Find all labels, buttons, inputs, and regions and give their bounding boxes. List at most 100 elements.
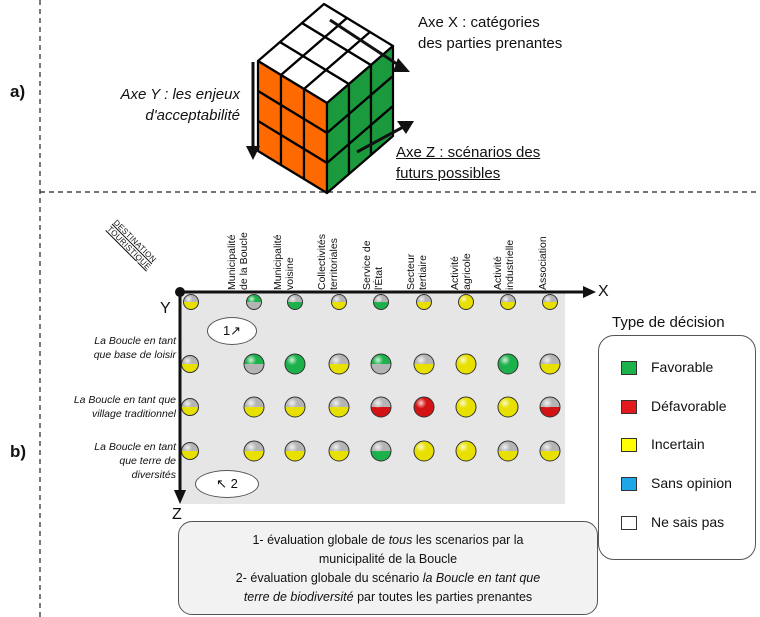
note-line-1: 1- évaluation globale de tous les scenar… xyxy=(179,531,597,550)
grid-z-arrowhead xyxy=(174,490,186,504)
decision-ball-grey-green xyxy=(287,294,303,310)
decision-ball-grey-red xyxy=(539,396,561,418)
legend-swatch-incertain xyxy=(621,438,637,452)
decision-ball-grey-yellow xyxy=(284,440,306,462)
decision-balls xyxy=(181,294,561,462)
grid-origin-dot xyxy=(175,287,185,297)
legend-swatch-ne-sais-pas xyxy=(621,516,637,530)
decision-ball-grey-yellow xyxy=(542,294,558,310)
decision-ball-green-grey xyxy=(370,353,392,375)
column-label-line: de la Boucle xyxy=(238,232,250,290)
legend-label-incertain: Incertain xyxy=(651,436,705,452)
column-label-line: l'État xyxy=(373,266,385,290)
axis-y-text: Axe Y : les enjeux d'acceptabilité xyxy=(120,86,240,124)
oval-marker-1: 1↗ xyxy=(207,317,257,345)
note-line-3: 2- évaluation globale du scénario la Bou… xyxy=(179,569,597,588)
column-label-line: Municipalité xyxy=(226,234,238,290)
legend-label-ne-sais-pas: Ne sais pas xyxy=(651,514,725,530)
note-line-1-italic: tous xyxy=(388,533,413,547)
section-a-label: a) xyxy=(10,82,26,101)
note-line-4-end: par toutes les parties prenantes xyxy=(353,590,533,604)
oval-marker-2: ↖ 2 xyxy=(195,470,259,498)
decision-ball-grey-yellow xyxy=(284,396,306,418)
decision-ball-grey-yellow xyxy=(539,440,561,462)
decision-ball-grey-yellow xyxy=(243,396,265,418)
column-label-line: Association xyxy=(537,236,549,290)
legend-label-favorable: Favorable xyxy=(651,359,714,375)
decision-ball-grey-yellow xyxy=(500,294,516,310)
decision-ball-red xyxy=(413,396,435,418)
decision-ball-yellow xyxy=(455,396,477,418)
decision-ball-yellow xyxy=(455,353,477,375)
decision-ball-grey-yellow xyxy=(497,440,519,462)
legend-swatch-favorable xyxy=(621,361,637,375)
note-line-3-italic: la Boucle en tant que xyxy=(422,571,541,585)
decision-ball-grey-yellow xyxy=(328,396,350,418)
legend-box: Favorable Défavorable Incertain Sans opi… xyxy=(598,335,756,560)
note-line-4-italic: terre de biodiversité xyxy=(243,590,354,604)
decision-ball-grey-yellow xyxy=(181,355,199,373)
axis-x-arrow xyxy=(329,18,401,68)
grid-axis-z-letter: Z xyxy=(172,506,182,523)
note-line-2: municipalité de la Boucle xyxy=(318,552,458,566)
column-label-line: voisine xyxy=(284,257,296,290)
decision-ball-green-grey xyxy=(243,353,265,375)
column-label-line: Activité xyxy=(449,256,461,290)
decision-ball-grey-yellow xyxy=(539,353,561,375)
axis-x-arrowhead xyxy=(393,58,410,72)
decision-ball-grey-yellow xyxy=(183,294,199,310)
column-label-line: Municipalité xyxy=(272,234,284,290)
decision-ball-grey-yellow xyxy=(243,440,265,462)
axis-y-arrowhead xyxy=(246,146,260,160)
decision-ball-grey-yellow xyxy=(413,353,435,375)
decision-ball-yellow xyxy=(455,440,477,462)
column-label-line: Secteur xyxy=(405,253,417,290)
decision-ball-yellow xyxy=(413,440,435,462)
legend-title: Type de décision xyxy=(612,314,725,331)
note-line-1-end: les scenarios par la xyxy=(412,533,524,547)
axis-z-arrow xyxy=(356,124,406,154)
decision-ball-grey-yellow xyxy=(331,294,347,310)
decision-ball-green xyxy=(284,353,306,375)
grid-axis-x-letter: X xyxy=(598,283,609,300)
row-label: La Boucle en tant que terre de diversité… xyxy=(94,441,176,481)
column-label-line: industrielle xyxy=(504,239,516,290)
column-label-line: Activité xyxy=(492,256,504,290)
note-line-1-start: 1- évaluation globale de xyxy=(252,533,389,547)
row-label: La Boucle en tant que base de loisir xyxy=(93,335,176,361)
decision-ball-grey-red xyxy=(370,396,392,418)
column-label: Association xyxy=(537,236,549,290)
decision-ball-grey-yellow xyxy=(181,442,199,460)
legend-swatch-sans-opinion xyxy=(621,477,637,491)
decision-ball-green-grey xyxy=(246,294,262,310)
decision-ball-grey-yellow xyxy=(416,294,432,310)
axis-z-text: Axe Z : scénarios des futurs possibles xyxy=(396,144,541,182)
legend-swatch-defavorable xyxy=(621,400,637,414)
column-label-line: Collectivités xyxy=(316,233,328,290)
decision-ball-grey-yellow xyxy=(328,353,350,375)
legend-label-defavorable: Défavorable xyxy=(651,398,727,414)
decision-ball-green xyxy=(497,353,519,375)
decision-ball-grey-green xyxy=(370,440,392,462)
decision-ball-yellow xyxy=(458,294,474,310)
axis-z-arrowhead xyxy=(397,121,414,134)
note-box: 1- évaluation globale de tous les scenar… xyxy=(178,521,598,615)
axis-x-text: Axe X : catégories des parties prenantes xyxy=(418,14,563,52)
decision-ball-grey-green xyxy=(373,294,389,310)
rubiks-cube xyxy=(256,2,395,195)
legend-label-sans-opinion: Sans opinion xyxy=(651,475,732,491)
grid-x-arrowhead xyxy=(583,286,596,298)
column-label-line: tertiaire xyxy=(417,254,429,290)
note-line-4: terre de biodiversité par toutes les par… xyxy=(179,588,597,607)
column-label-line: agricole xyxy=(461,253,473,290)
decision-ball-yellow xyxy=(497,396,519,418)
decision-ball-grey-yellow xyxy=(328,440,350,462)
note-line-3-start: 2- évaluation globale du scénario xyxy=(235,571,423,585)
row-label: La Boucle en tant que village traditionn… xyxy=(73,394,176,420)
